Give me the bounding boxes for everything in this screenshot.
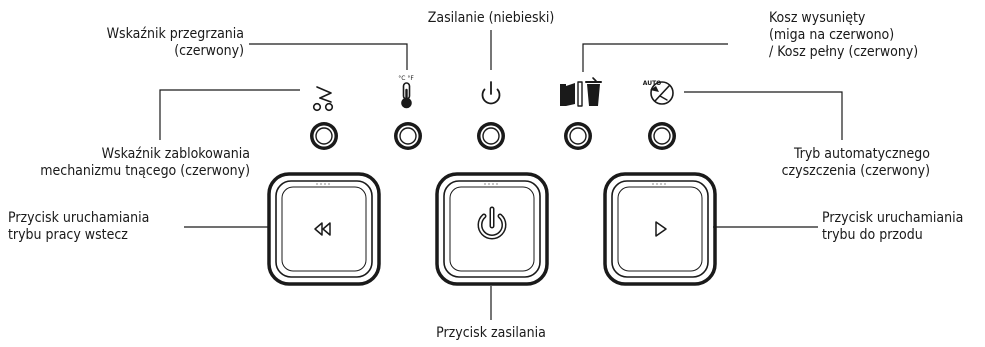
power-icon — [477, 206, 507, 240]
forward-button-label: Przycisk uruchamiania trybu do przodu — [822, 210, 964, 243]
play-icon — [655, 221, 667, 237]
power-led — [477, 122, 505, 150]
power-button-label: Przycisk zasilania — [436, 325, 546, 341]
overheat-led — [394, 122, 422, 150]
thermometer-icon — [401, 82, 412, 109]
jam-led — [310, 122, 338, 150]
temperature-units-label: °C °F — [398, 75, 414, 82]
overheat-label: Wskaźnik przegrzania (czerwony) — [106, 26, 244, 59]
power-indicator-label: Zasilanie (niebieski) — [427, 10, 555, 26]
rewind-icon — [314, 222, 331, 236]
auto-clean-led — [648, 122, 676, 150]
bin-leader — [582, 43, 728, 72]
auto-clean-icon — [650, 81, 674, 105]
bin-icon — [560, 77, 602, 107]
auto-clean-label: Tryb automatycznego czyszczenia (czerwon… — [781, 146, 930, 179]
jam-icon — [312, 86, 334, 112]
power-button[interactable] — [435, 172, 549, 286]
jam-leader — [159, 89, 300, 140]
auto-label: AUTO — [643, 80, 662, 87]
reverse-button[interactable] — [267, 172, 381, 286]
bin-led — [564, 122, 592, 150]
power-indicator-icon — [481, 81, 501, 105]
jam-label: Wskaźnik zablokowania mechanizmu tnącego… — [40, 146, 250, 179]
bin-label: Kosz wysunięty (miga na czerwono) / Kosz… — [769, 10, 919, 60]
auto-clean-leader — [684, 91, 843, 140]
forward-button[interactable] — [603, 172, 717, 286]
overheat-leader — [249, 43, 408, 70]
led-row — [310, 122, 676, 150]
reverse-button-label: Przycisk uruchamiania trybu pracy wstecz — [8, 210, 150, 243]
